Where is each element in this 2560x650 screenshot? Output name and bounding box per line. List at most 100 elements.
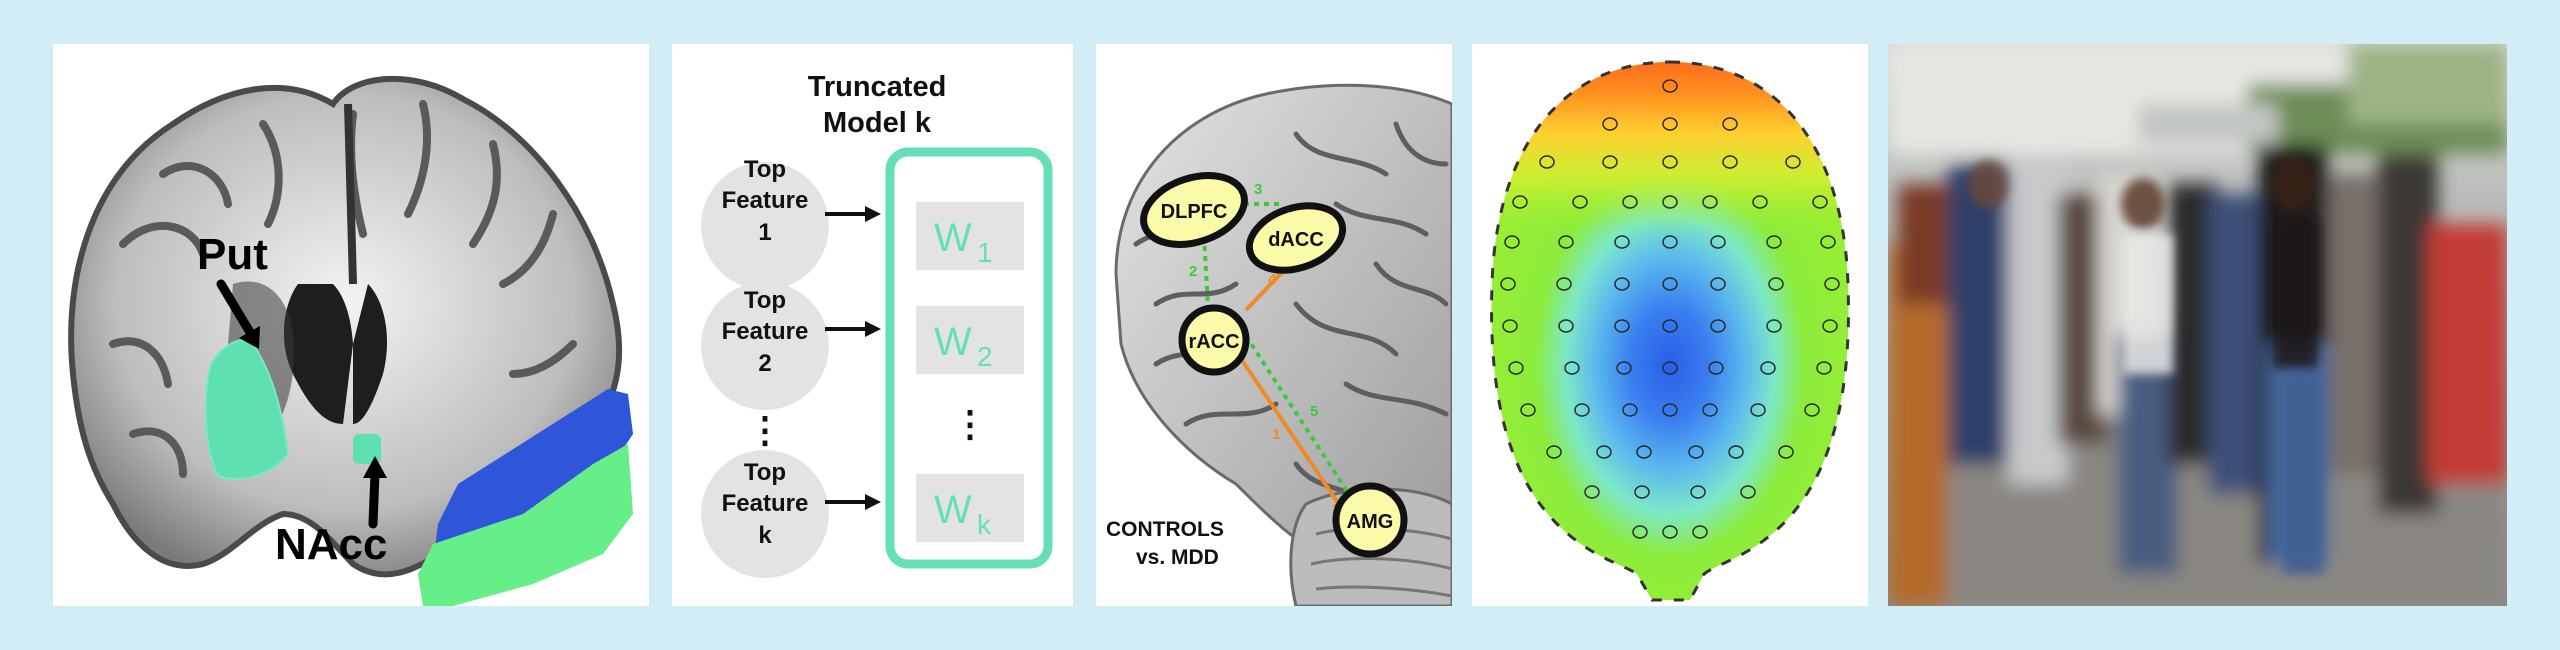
electrode-marker (1728, 445, 1744, 459)
feature-circle-2: Top Feature 2 (701, 282, 829, 410)
electrode-marker (1688, 445, 1704, 459)
electrode-marker (1702, 403, 1718, 417)
electrode-marker (1766, 319, 1782, 333)
electrode-marker (1692, 525, 1708, 539)
electrode-marker (1822, 319, 1838, 333)
edge-label-3: 3 (1254, 181, 1262, 198)
electrode-marker (1539, 155, 1555, 169)
electrode-marker (1708, 361, 1724, 375)
node-dlpfc: DLPFC (1140, 172, 1248, 248)
electrode-marker (1508, 361, 1524, 375)
caption-mdd: vs. MDD (1136, 546, 1219, 569)
electrode-marker (1614, 235, 1630, 249)
feature-circle-1: Top Feature 1 (701, 156, 829, 290)
electrode-marker (1602, 117, 1618, 131)
svg-text:W: W (934, 488, 972, 532)
electrode-marker (1760, 361, 1776, 375)
edge-label-4: 4 (1268, 271, 1277, 288)
weight-box-k: W k (916, 474, 1024, 542)
model-title-line1: Truncated (808, 71, 947, 103)
weight-box-2: W 2 (916, 306, 1024, 374)
electrode-marker (1662, 525, 1678, 539)
electrode-marker (1662, 361, 1678, 375)
eeg-topography-panel (1472, 44, 1868, 606)
edge-label-2: 2 (1189, 263, 1197, 280)
node-amg: AMG (1332, 482, 1408, 558)
truncated-model-diagram: Truncated Model k Top Feature 1 Top Feat… (701, 71, 1053, 578)
electrode-marker (1502, 319, 1518, 333)
electrode-marker (1546, 445, 1562, 459)
svg-text:1: 1 (758, 219, 771, 246)
svg-text:k: k (977, 509, 992, 540)
svg-text:1: 1 (977, 237, 993, 268)
electrode-marker (1824, 277, 1840, 291)
electrode-marker (1520, 403, 1536, 417)
electrode-marker (1662, 155, 1678, 169)
electrode-marker (1614, 319, 1630, 333)
electrode-marker (1662, 277, 1678, 291)
svg-text:2: 2 (758, 350, 771, 377)
electrode-marker (1816, 361, 1832, 375)
svg-text:Top: Top (744, 156, 786, 183)
mri-brain-image: Put NAcc (68, 75, 633, 606)
electrode-marker (1504, 235, 1520, 249)
electrode-markers (1500, 79, 1840, 539)
svg-text:dACC: dACC (1268, 229, 1324, 251)
caption-controls: CONTROLS (1106, 518, 1224, 541)
ventricles (283, 284, 388, 424)
green-region (418, 444, 633, 606)
electrode-marker (1812, 195, 1828, 209)
electrode-marker (1752, 195, 1768, 209)
electrode-marker (1710, 235, 1726, 249)
connectivity-diagram: 1 5 2 3 4 DLPFC dACC rACC (1106, 83, 1452, 606)
node-racc: rACC (1178, 304, 1250, 376)
nacc-arrow (368, 469, 380, 529)
electrode-marker (1574, 403, 1590, 417)
electrode-marker (1632, 525, 1648, 539)
eeg-scalp-map (1490, 60, 1850, 602)
svg-text:2: 2 (977, 341, 993, 372)
crowd-photo-panel (1888, 44, 2507, 606)
weight-box-1: W 1 (916, 202, 1024, 270)
electrode-marker (1820, 235, 1836, 249)
feature-ellipsis: ⋮ (747, 409, 783, 450)
electrode-marker (1722, 155, 1738, 169)
electrode-marker (1584, 485, 1600, 499)
svg-text:k: k (758, 522, 772, 549)
electrode-marker (1766, 235, 1782, 249)
electrode-marker (1596, 445, 1612, 459)
label-put: Put (197, 230, 268, 279)
electrode-marker (1636, 445, 1652, 459)
electrode-marker (1662, 319, 1678, 333)
electrode-marker (1512, 195, 1528, 209)
edge-2 (1202, 235, 1210, 307)
blurred-crowd-photo (1888, 44, 2507, 606)
electrode-marker (1778, 445, 1794, 459)
svg-text:Top: Top (744, 459, 786, 486)
node-dacc: dACC (1245, 202, 1347, 274)
electrode-marker (1662, 79, 1678, 93)
electrode-marker (1662, 117, 1678, 131)
electrode-marker (1662, 403, 1678, 417)
midline-fissure (344, 103, 357, 285)
svg-text:Feature: Feature (722, 187, 809, 214)
electrode-marker (1622, 403, 1638, 417)
svg-text:AMG: AMG (1347, 511, 1394, 533)
svg-text:W: W (934, 216, 972, 260)
electrode-marker (1622, 195, 1638, 209)
electrode-marker (1616, 361, 1632, 375)
svg-text:Feature: Feature (722, 318, 809, 345)
mri-brain-panel: Put NAcc (53, 44, 649, 606)
svg-text:W: W (934, 320, 972, 364)
electrode-marker (1500, 277, 1516, 291)
electrode-marker (1702, 195, 1718, 209)
electrode-marker (1614, 277, 1630, 291)
label-nacc: NAcc (275, 520, 388, 569)
nacc-region (353, 434, 381, 464)
edge-5 (1244, 334, 1356, 504)
electrode-marker (1662, 195, 1678, 209)
electrode-marker (1750, 403, 1766, 417)
electrode-marker (1634, 485, 1650, 499)
electrode-marker (1722, 117, 1738, 131)
electrode-marker (1602, 155, 1618, 169)
